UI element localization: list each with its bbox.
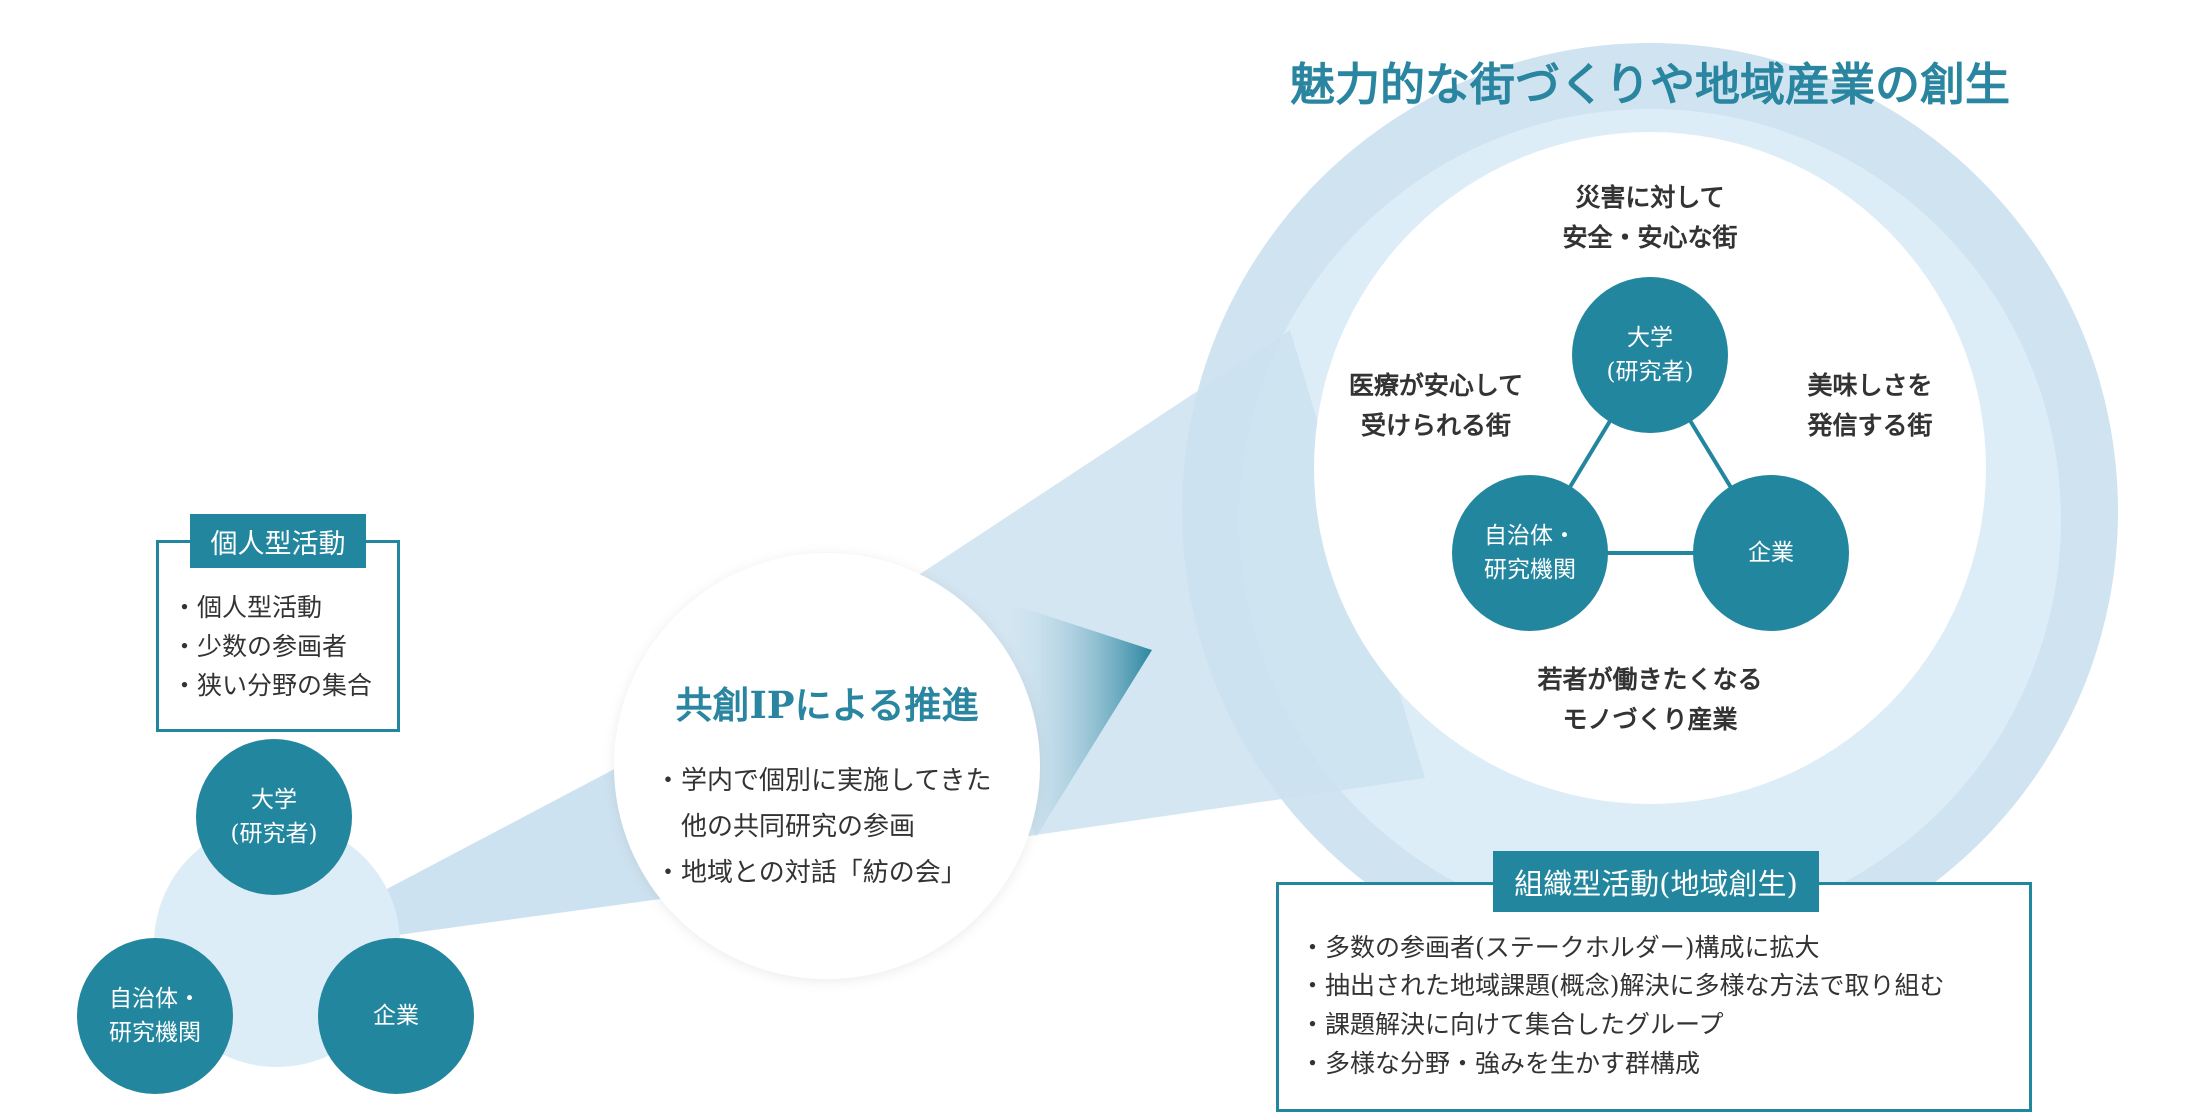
node-label: 企業	[373, 1003, 419, 1029]
node-label: 大学	[250, 787, 297, 813]
node-label: 大学	[1626, 325, 1673, 351]
organizational-item: ・多様な分野・強みを生かす群構成	[1300, 1049, 1701, 1078]
center-item: 他の共同研究の参画	[681, 812, 916, 842]
organizational-tag: 組織型活動(地域創生)	[1493, 851, 1819, 912]
outcome-line: 受けられる街	[1360, 411, 1512, 440]
center-item: ・地域との対話「紡の会」	[655, 858, 967, 888]
outcome-line: 発信する街	[1807, 411, 1933, 440]
individual-item: ・個人型活動	[172, 593, 323, 622]
center-title: 共創IPによる推進	[675, 683, 979, 727]
node-company: 企業	[1693, 475, 1849, 631]
small-node-university: 大学 (研究者)	[196, 739, 352, 895]
outcome-line: 医療が安心して	[1348, 371, 1524, 400]
outcome-line: 若者が働きたくなる	[1537, 665, 1763, 694]
outcome-safety: 災害に対して 安全・安心な街	[1562, 178, 1737, 258]
center-item: ・学内で個別に実施してきた	[655, 766, 992, 796]
outcome-taste: 美味しさを 発信する街	[1807, 366, 1932, 446]
individual-item: ・少数の参画者	[172, 632, 348, 661]
node-label: 自治体・	[1484, 523, 1576, 549]
outcome-line: 安全・安心な街	[1562, 223, 1738, 252]
outcome-line: 美味しさを	[1807, 371, 1933, 400]
node-label: (研究者)	[230, 821, 318, 847]
organizational-item: ・課題解決に向けて集合したグループ	[1300, 1010, 1724, 1039]
center-items: ・学内で個別に実施してきた 他の共同研究の参画 ・地域との対話「紡の会」	[655, 758, 991, 896]
small-node-municipality: 自治体・研究機関	[77, 938, 233, 1094]
outcome-line: モノづくり産業	[1562, 705, 1738, 734]
node-label: 企業	[1748, 540, 1794, 566]
outcome-manufacturing: 若者が働きたくなる モノづくり産業	[1537, 660, 1762, 740]
individual-item: ・狭い分野の集合	[172, 671, 373, 700]
node-label: (研究者)	[1606, 359, 1694, 385]
outcome-medical: 医療が安心して 受けられる街	[1349, 366, 1523, 446]
small-node-company: 企業	[318, 938, 474, 1094]
node-label: 自治体・	[109, 986, 201, 1012]
organizational-item: ・抽出された地域課題(概念)解決に多様な方法で取り組む	[1300, 971, 1945, 1000]
node-university: 大学 (研究者)	[1572, 277, 1728, 433]
main-title: 魅力的な街づくりや地域産業の創生	[1289, 58, 2011, 111]
outcome-line: 災害に対して	[1575, 183, 1725, 212]
node-label: 研究機関	[109, 1020, 201, 1046]
organizational-item: ・多数の参画者(ステークホルダー)構成に拡大	[1300, 933, 1820, 962]
individual-tag: 個人型活動	[190, 514, 366, 568]
node-label: 研究機関	[1484, 557, 1576, 583]
node-municipality: 自治体・研究機関	[1452, 475, 1608, 631]
center-circle	[614, 553, 1040, 979]
white-core	[1314, 132, 1986, 804]
beam-left	[383, 745, 690, 937]
